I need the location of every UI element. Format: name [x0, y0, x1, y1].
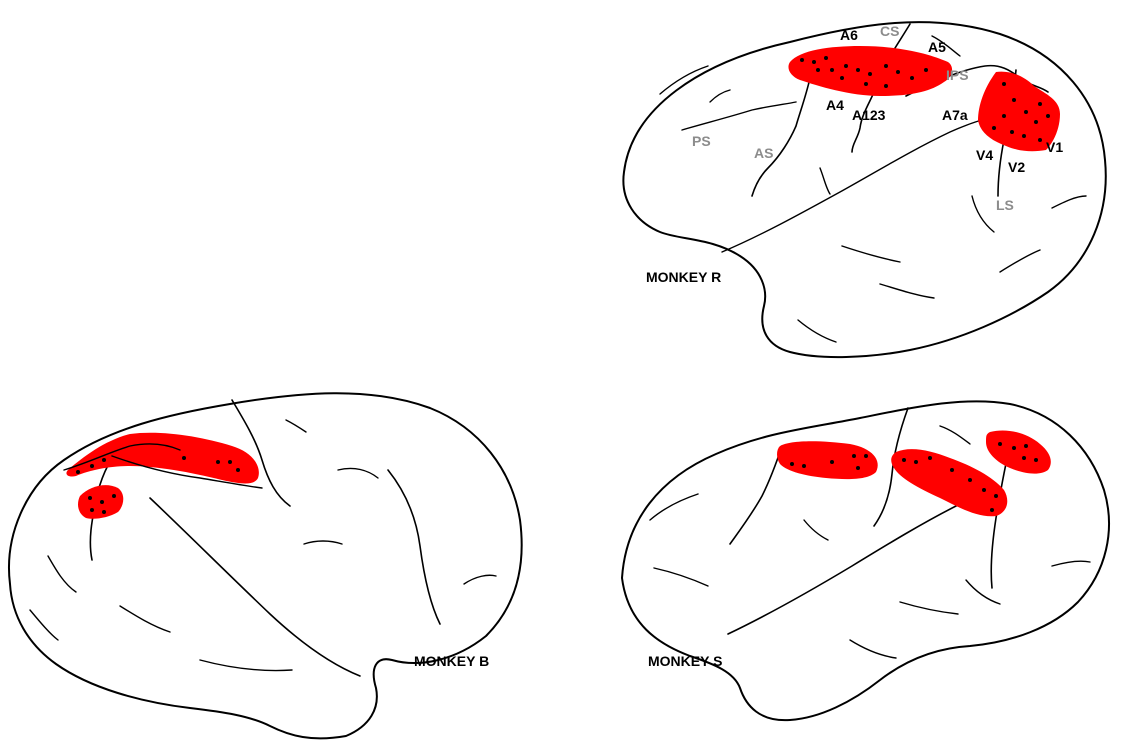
panel-title-monkey-b: MONKEY B	[414, 653, 489, 669]
sylvian-fissure-b	[150, 498, 360, 676]
label-cs: CS	[880, 23, 899, 39]
sulcus-s-4	[1052, 561, 1090, 566]
sulcus-b-8	[30, 610, 58, 640]
sulcus-b-5	[200, 660, 292, 671]
label-ps: PS	[692, 133, 711, 149]
label-v1: V1	[1046, 139, 1063, 155]
sulcus-s-2	[654, 568, 708, 586]
sulcus-r-9	[1000, 250, 1040, 272]
sulcus-s-1	[650, 494, 698, 520]
sulcus-s-3	[940, 426, 970, 444]
label-v2: V2	[1008, 159, 1025, 175]
label-a4: A4	[826, 97, 844, 113]
sulcus-r-5	[972, 196, 994, 232]
panel-title-monkey-r: MONKEY R	[646, 269, 721, 285]
recording-area-s-frontal	[777, 441, 878, 479]
label-a5: A5	[928, 39, 946, 55]
panel-monkey-s: MONKEY S	[622, 401, 1109, 720]
sulcus-b-1	[338, 468, 378, 478]
sulcus-r-2	[710, 90, 730, 102]
label-ips: IPS	[946, 67, 969, 83]
sulcus-r-1	[660, 66, 708, 94]
label-ls: LS	[996, 197, 1014, 213]
arcuate-sulcus-s	[730, 446, 782, 544]
sulcus-b-7	[286, 420, 306, 432]
sulcus-s-7	[966, 580, 1000, 604]
sulcus-s-8	[804, 520, 828, 540]
label-as: AS	[754, 145, 773, 161]
label-a6: A6	[840, 27, 858, 43]
brain-outline-b	[9, 393, 522, 738]
label-a7a: A7a	[942, 107, 968, 123]
arcuate-sulcus-r	[752, 78, 810, 196]
panel-title-monkey-s: MONKEY S	[648, 653, 722, 669]
panel-monkey-r: A6 CS A5 IPS A4 A123 A7a PS AS V4 V2 V1 …	[623, 22, 1105, 357]
sulcus-r-8	[820, 168, 830, 194]
sulcus-b-3	[48, 556, 76, 592]
panel-monkey-b: MONKEY B	[9, 393, 522, 738]
sylvian-fissure-s	[728, 504, 960, 634]
sulcus-s-5	[900, 602, 958, 614]
recording-area-s-parietal	[986, 431, 1051, 474]
sulcus-b-4	[120, 606, 170, 632]
sulcus-b-2	[304, 541, 342, 544]
label-a123: A123	[852, 107, 886, 123]
sulcus-r-10	[798, 320, 836, 342]
sulcus-s-6	[850, 640, 896, 658]
label-v4: V4	[976, 147, 993, 163]
principal-sulcus-r	[682, 102, 796, 130]
sulcus-r-6	[842, 246, 900, 262]
recording-area-s-central	[891, 449, 1007, 516]
lunate-sulcus-s	[991, 446, 1010, 588]
lunate-sulcus-b	[388, 470, 440, 624]
sulcus-b-6	[464, 575, 496, 584]
sulcus-r-4	[1052, 196, 1086, 208]
sulcus-r-7	[880, 284, 934, 298]
